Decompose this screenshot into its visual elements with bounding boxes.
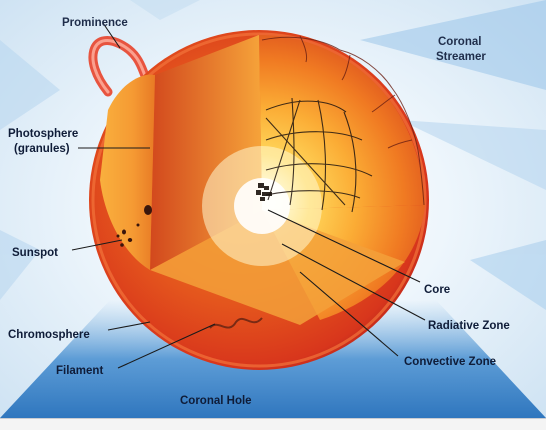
label-coronal-streamer-line1: Coronal: [438, 36, 481, 48]
label-photosphere-line1: Photosphere: [8, 128, 78, 140]
label-prominence: Prominence: [62, 17, 128, 29]
label-radiative-zone: Radiative Zone: [428, 320, 510, 332]
label-chromosphere: Chromosphere: [8, 329, 90, 341]
label-photosphere-line2: (granules): [14, 143, 70, 155]
label-filament: Filament: [56, 365, 103, 377]
bottom-border: [0, 418, 546, 430]
label-coronal-streamer-line2: Streamer: [436, 51, 486, 63]
label-sunspot: Sunspot: [12, 247, 58, 259]
label-convective-zone: Convective Zone: [404, 356, 496, 368]
label-core: Core: [424, 284, 450, 296]
label-coronal-hole: Coronal Hole: [180, 395, 252, 407]
